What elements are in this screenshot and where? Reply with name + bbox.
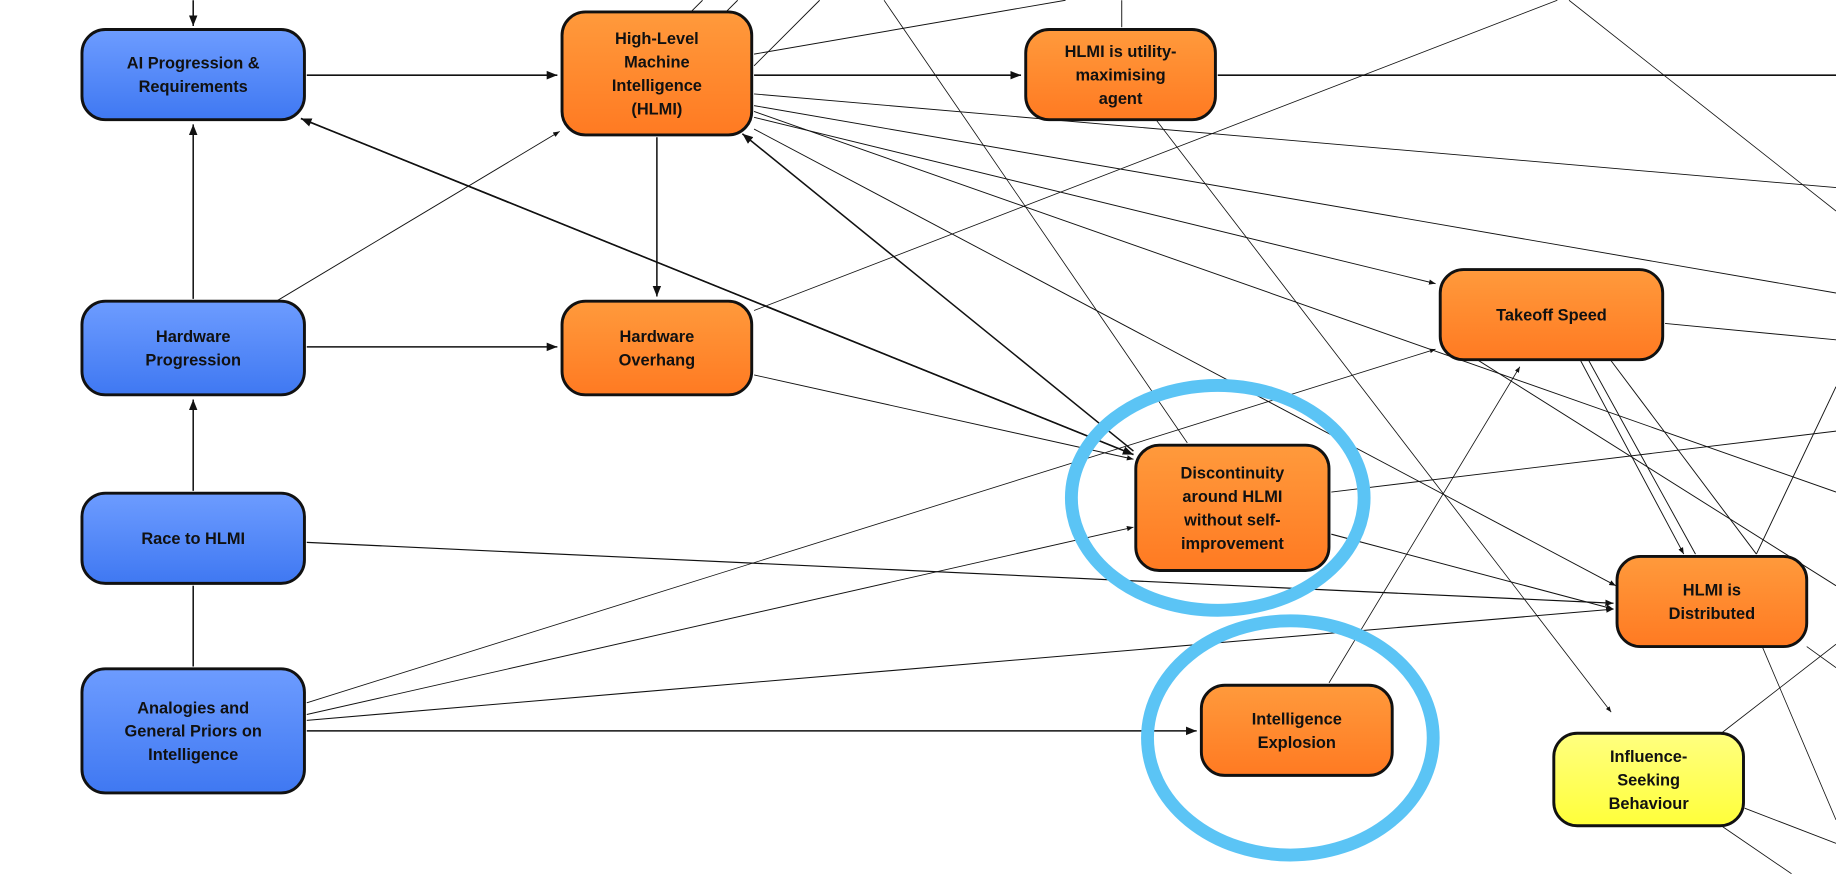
node-label: HLMI is utility- [1065,43,1177,61]
edge-arrow [883,0,1188,444]
node-box [1024,28,1217,122]
node-label: agent [1099,90,1143,108]
edge-arrow [1721,825,1792,874]
node-label: Takeoff Speed [1496,306,1607,324]
node-label: Seeking [1617,771,1680,789]
node-label: Requirements [139,78,248,96]
edge-arrow [1665,322,1836,341]
edge-arrow [754,93,1836,189]
highlight-circle [1141,614,1440,862]
highlight-circle [1064,379,1371,617]
node-box [1552,731,1745,828]
node-label: High-Level [615,30,699,48]
node-label: around HLMI [1182,488,1282,506]
edge-arrow [1744,807,1836,844]
node-box [1615,554,1809,649]
node-tak[interactable]: Takeoff Speed [1438,268,1665,362]
node-ai[interactable]: AI Progression & Requirements [80,28,306,122]
edge-arrow [1331,430,1836,493]
edge-arrow [306,526,1134,715]
node-label: Hardware [620,328,695,346]
node-label: Explosion [1258,734,1336,752]
edge-arrow [1588,360,1696,555]
node-label: Discontinuity [1181,465,1286,483]
edge-arrow [725,0,739,13]
edge-arrow [1568,0,1836,212]
node-box [560,299,754,397]
highlight-circles [1064,379,1440,862]
edge-arrow [753,128,1617,587]
node-label: AI Progression & [127,55,260,73]
edge-arrow [1755,386,1836,555]
edge-arrow [753,0,820,67]
edge-arrow [276,130,560,302]
node-label: without self- [1183,511,1280,529]
node-box [80,491,306,585]
edges [188,0,1836,874]
node-label: Machine [624,54,690,72]
edge-arrow [1806,646,1836,669]
node-util[interactable]: HLMI is utility-maximising agent [1024,28,1217,122]
node-dis[interactable]: Discontinuity around HLMI without self-imp… [1134,443,1331,572]
node-label: Hardware [156,328,231,346]
edge-arrow [690,0,703,13]
node-label: (HLMI) [631,100,682,118]
node-label: Behaviour [1609,795,1690,813]
node-box [1134,443,1331,572]
node-label: Intelligence [1252,710,1342,728]
edge-arrow [306,606,1614,721]
edge-arrow [753,0,1558,311]
edge-arrow [753,111,1836,493]
edge-arrow [1156,120,1612,713]
edge-arrow [306,541,1614,607]
edge-arrow [741,133,1134,452]
node-label: Analogies and [137,699,249,717]
edge-arrow [753,116,1436,285]
node-label: improvement [1181,535,1284,553]
edge-arrow [753,105,1836,294]
node-label: Influence- [1610,748,1687,766]
node-distr[interactable]: HLMI is Distributed [1615,554,1809,649]
edge-arrow [753,0,1066,55]
node-label: General Priors on [124,723,261,741]
edge-arrow [300,117,1134,456]
node-label: Race to HLMI [141,530,245,548]
edge-arrow [306,348,1436,704]
node-label: maximising [1076,66,1166,84]
edge-arrow [1761,646,1836,821]
node-box [80,667,306,795]
node-label: Intelligence [612,77,702,95]
edge-arrow [1331,533,1614,611]
node-box [1438,268,1665,362]
edge-arrow [753,374,1134,461]
node-label: Progression [145,352,241,370]
node-box [80,299,306,397]
node-box [80,28,306,122]
node-label: Overhang [619,352,695,370]
edge-arrow [1720,643,1836,734]
edge-arrow [1610,360,1757,555]
node-label: HLMI is [1683,582,1741,600]
node-label: Distributed [1669,605,1755,623]
edge-arrow [1475,358,1836,587]
node-race[interactable]: Race to HLMI [80,491,306,585]
node-label: Intelligence [148,746,238,764]
node-box [560,10,754,137]
node-box [1199,683,1394,777]
